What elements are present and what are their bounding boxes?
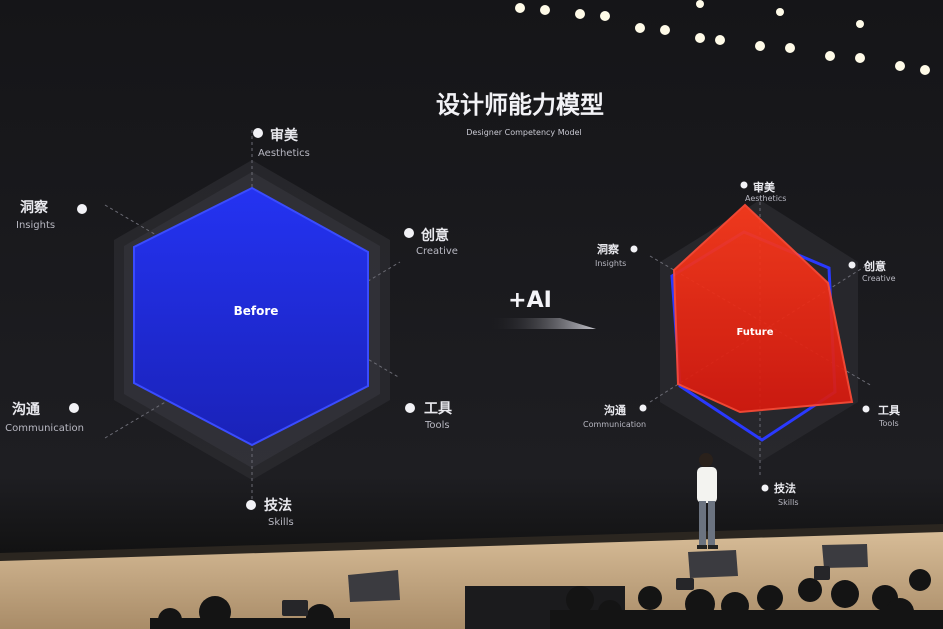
presenter	[697, 453, 718, 549]
ai-arrow: +AI	[492, 288, 596, 329]
svg-text:Skills: Skills	[778, 498, 799, 507]
svg-text:创意: 创意	[420, 227, 449, 244]
svg-text:Skills: Skills	[268, 517, 294, 528]
svg-text:Creative: Creative	[416, 246, 458, 257]
future-label: Future	[736, 327, 773, 338]
before-area	[133, 186, 369, 447]
future-area	[672, 203, 854, 414]
svg-text:洞察: 洞察	[597, 242, 620, 256]
svg-text:Communication: Communication	[5, 423, 84, 434]
ceiling-lights	[515, 0, 930, 75]
svg-text:Tools: Tools	[424, 420, 450, 431]
svg-text:Tools: Tools	[878, 419, 899, 428]
svg-text:Aesthetics: Aesthetics	[745, 194, 786, 203]
svg-text:Creative: Creative	[862, 274, 896, 283]
svg-text:Insights: Insights	[16, 220, 55, 231]
svg-text:工具: 工具	[878, 404, 900, 417]
left-axis-labels: 审美 Aesthetics 创意 Creative 工具 Tools 技法 Sk…	[5, 127, 458, 528]
svg-text:技法: 技法	[264, 497, 292, 514]
radar-before: Before	[104, 130, 401, 510]
before-outline	[670, 230, 837, 442]
stage-monitors	[348, 544, 868, 602]
before-label: Before	[234, 304, 279, 318]
svg-text:技法: 技法	[774, 481, 796, 495]
svg-text:工具: 工具	[424, 401, 452, 417]
svg-text:创意: 创意	[863, 259, 886, 273]
slide-subtitle: Designer Competency Model	[466, 128, 581, 137]
svg-text:洞察: 洞察	[20, 199, 49, 216]
ai-label: +AI	[508, 288, 552, 313]
svg-text:Aesthetics: Aesthetics	[258, 148, 310, 159]
radar-future: Future	[649, 190, 873, 478]
svg-text:Communication: Communication	[583, 420, 646, 429]
svg-text:沟通: 沟通	[12, 401, 40, 418]
svg-text:审美: 审美	[270, 127, 299, 144]
slide-title: 设计师能力模型	[436, 91, 604, 119]
audience	[150, 566, 943, 629]
svg-text:审美: 审美	[753, 180, 776, 194]
svg-text:沟通: 沟通	[604, 403, 626, 417]
svg-text:Insights: Insights	[595, 259, 626, 268]
right-axis-labels: 审美 Aesthetics 创意 Creative 工具 Tools 技法 Sk…	[583, 180, 900, 507]
